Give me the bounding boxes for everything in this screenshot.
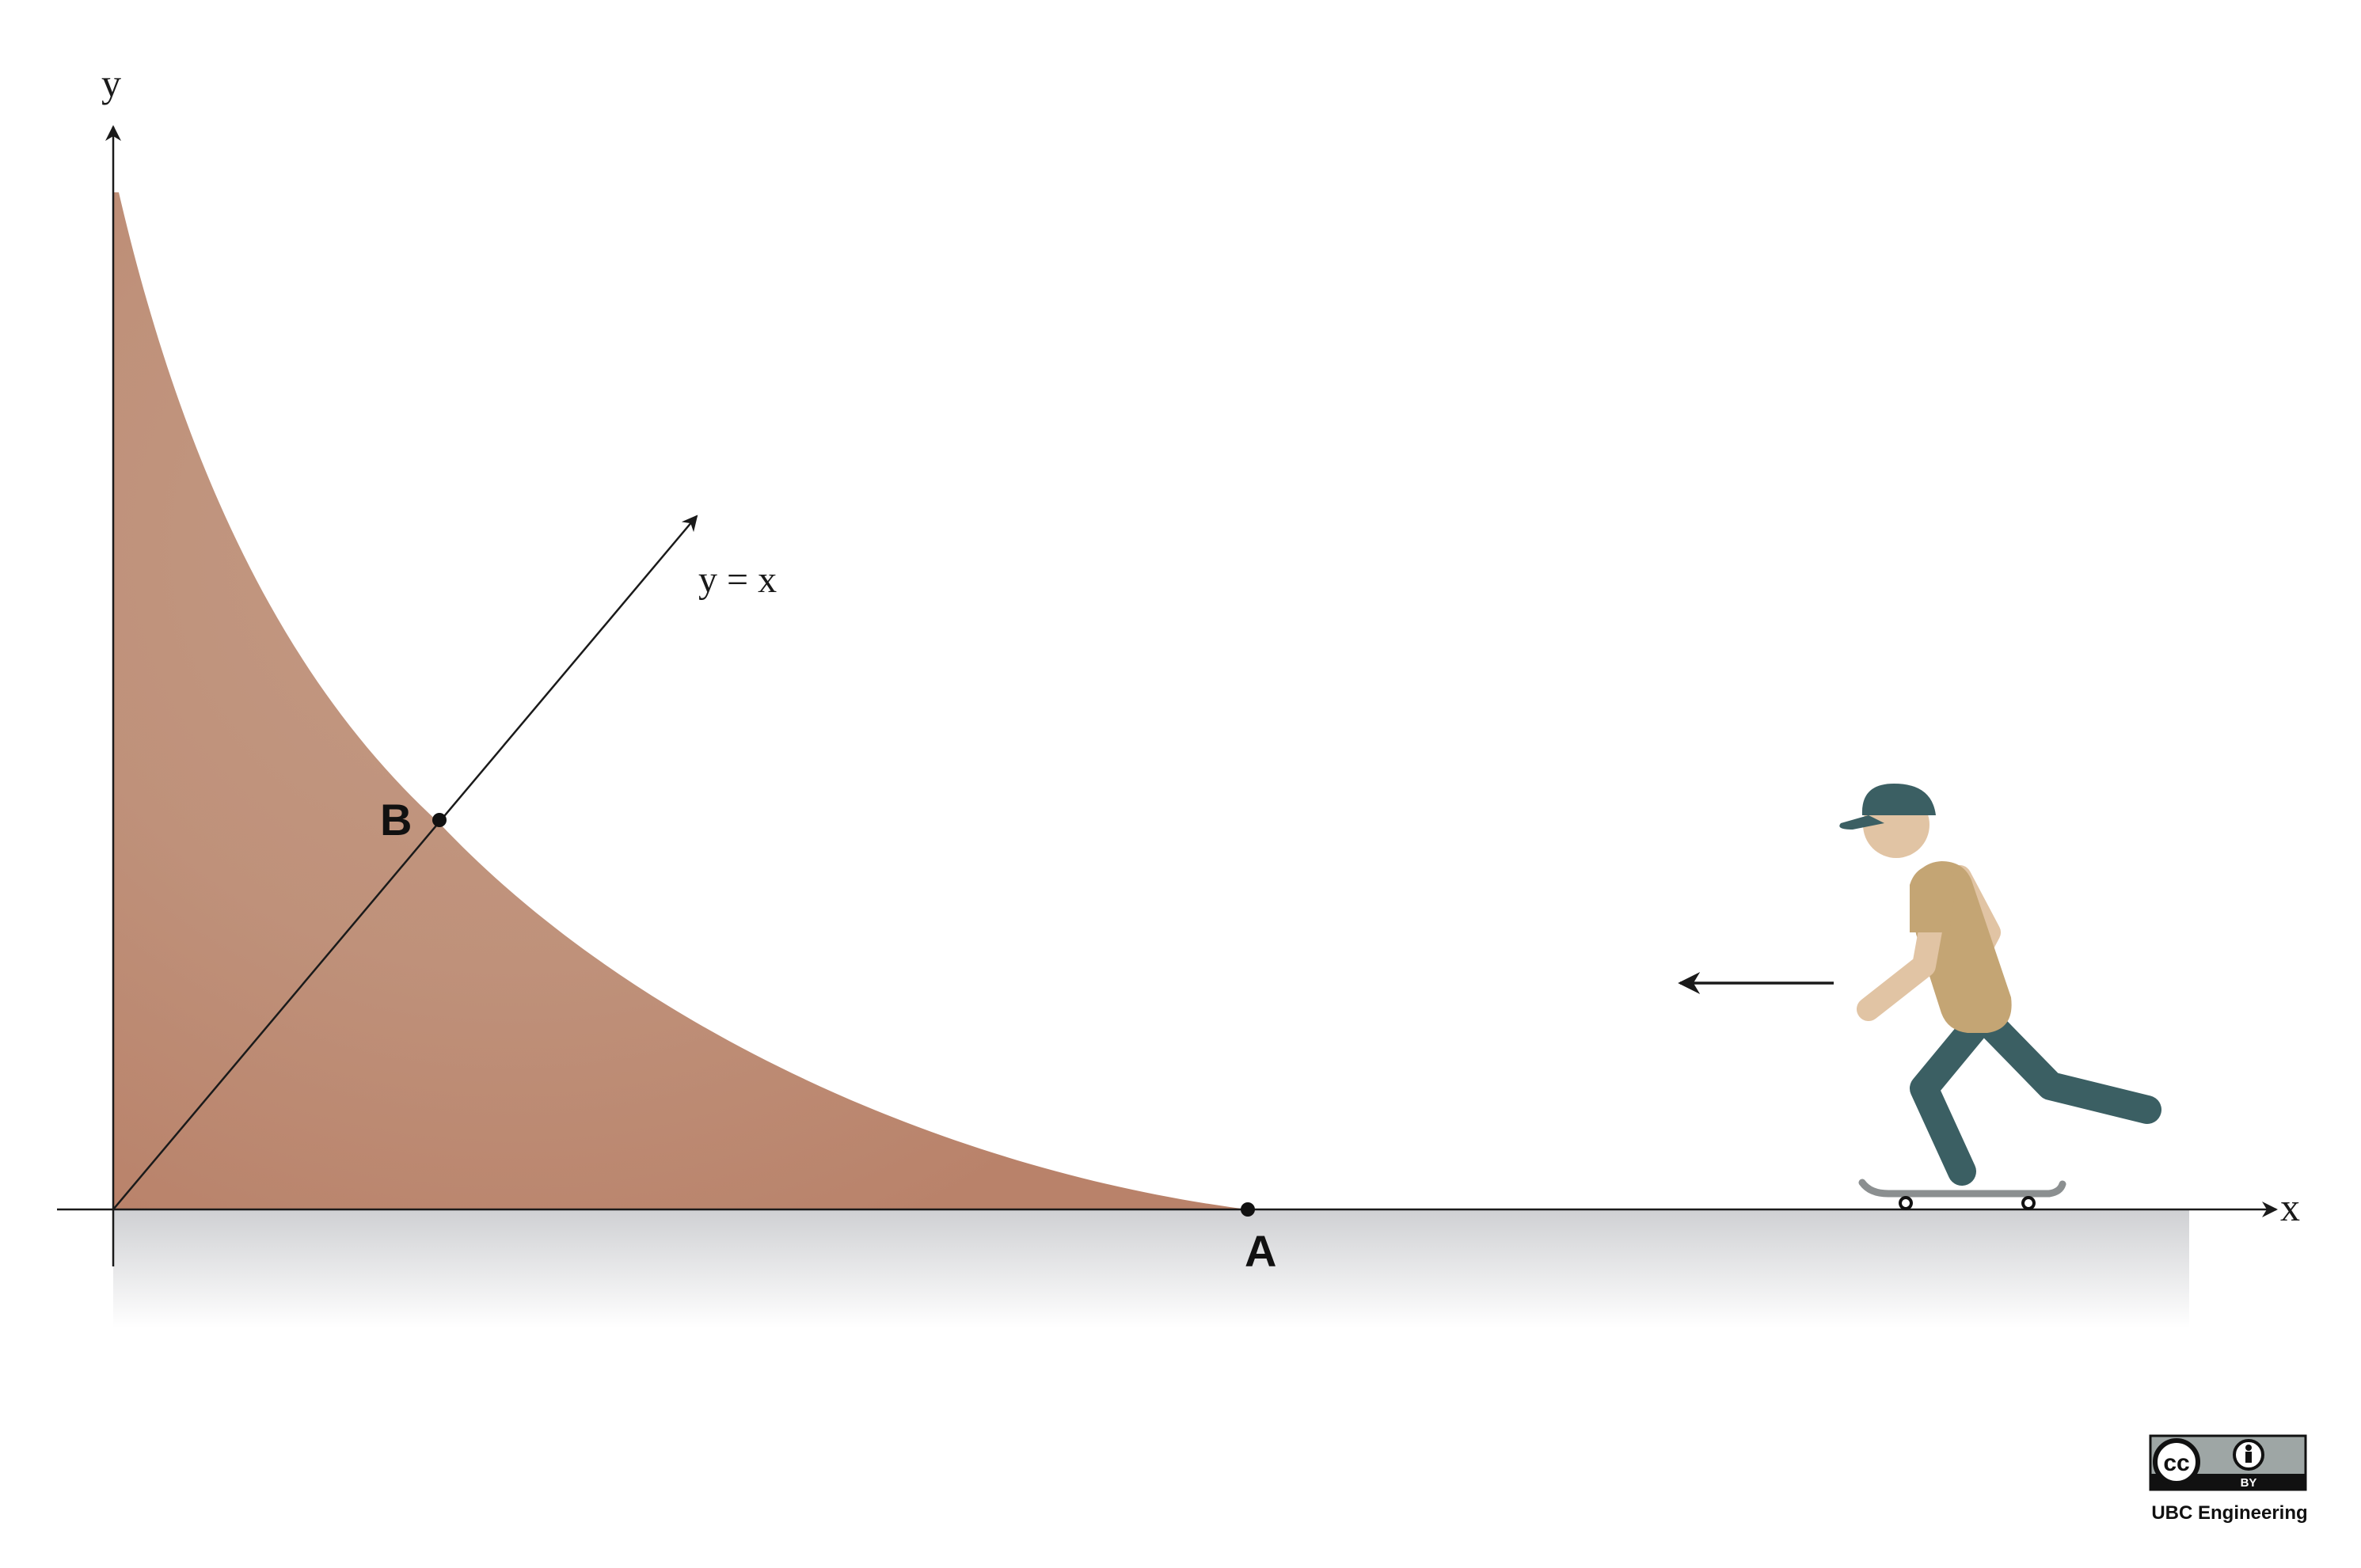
x-axis-label: x bbox=[2280, 1185, 2300, 1229]
skateboard-deck bbox=[1858, 1179, 2066, 1198]
back-leg bbox=[1973, 1007, 2161, 1124]
point-a-marker bbox=[1241, 1202, 1255, 1217]
point-b-label: B bbox=[380, 795, 412, 845]
cc-circle-icon bbox=[2153, 1438, 2200, 1486]
attribution-body bbox=[2245, 1452, 2252, 1463]
by-text: BY bbox=[2241, 1476, 2257, 1490]
ramp-surface bbox=[113, 192, 1248, 1209]
line-label: y = x bbox=[698, 559, 777, 601]
skateboard-wheel bbox=[1899, 1196, 1913, 1210]
creative-commons-by-badge-icon: cc BY bbox=[2149, 1434, 2307, 1491]
cap-brim bbox=[1839, 815, 1884, 830]
point-b-marker bbox=[432, 813, 447, 827]
ground-shadow bbox=[113, 1209, 2189, 1328]
point-a-label: A bbox=[1245, 1226, 1276, 1276]
y-axis-label: y bbox=[101, 61, 121, 105]
front-arm bbox=[1857, 910, 1944, 1021]
cc-symbol: cc bbox=[2163, 1450, 2189, 1476]
sleeve bbox=[1910, 864, 1956, 932]
attribution-head bbox=[2245, 1445, 2252, 1451]
credit-text: UBC Engineering bbox=[2151, 1502, 2307, 1524]
cap-icon bbox=[1861, 784, 1936, 815]
skateboarder-icon bbox=[1839, 784, 2161, 1210]
line-y-equals-x bbox=[112, 514, 698, 1210]
skateboard-wheel bbox=[2021, 1196, 2036, 1210]
front-leg bbox=[1910, 1015, 1987, 1186]
